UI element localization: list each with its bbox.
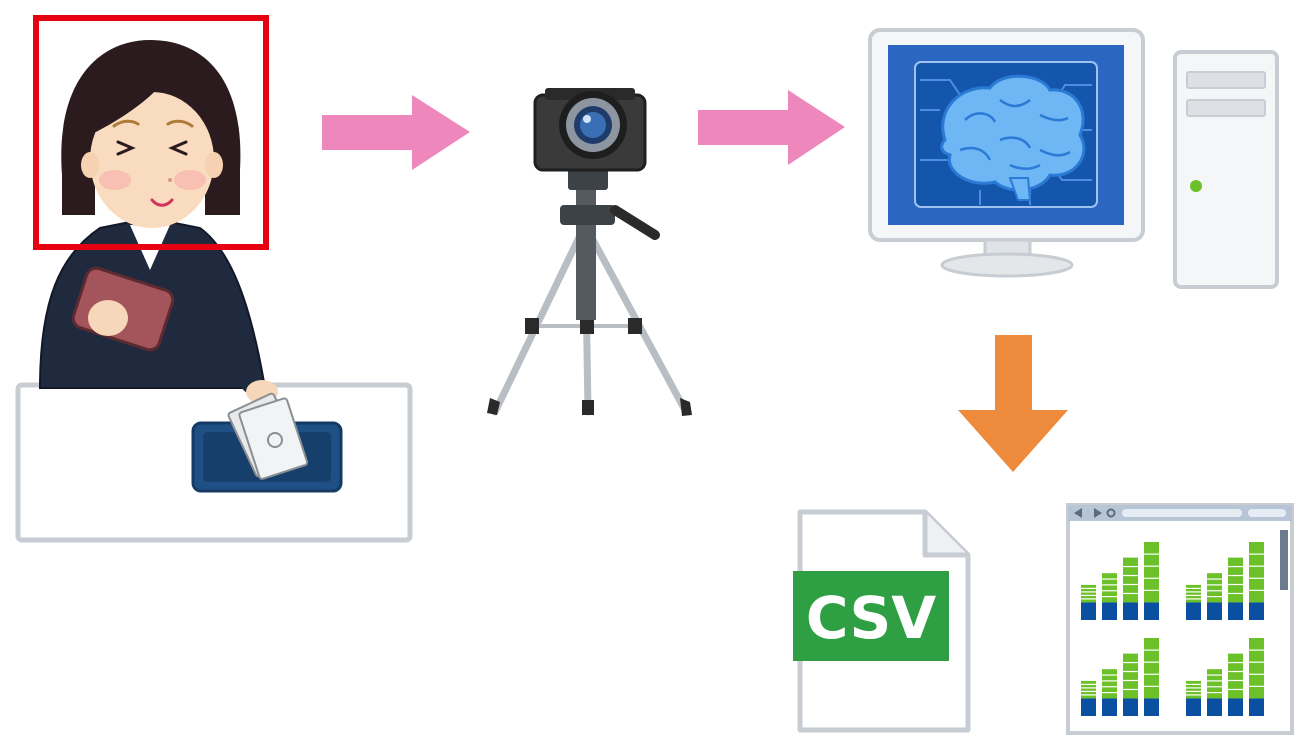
chart-bar-green <box>1228 557 1243 603</box>
camera-tripod-icon <box>487 88 692 416</box>
arrow-right-icon <box>322 95 470 170</box>
csv-label: CSV <box>806 584 936 652</box>
banknotes-icon <box>227 392 309 480</box>
chart-bar-blue <box>1207 698 1222 716</box>
chart-bar-blue <box>1123 698 1138 716</box>
chart-bar-blue <box>1186 698 1201 716</box>
face <box>90 92 214 228</box>
cashier-woman-icon <box>15 40 413 543</box>
chart-bar-green <box>1102 573 1117 603</box>
arrow-right-icon <box>698 90 845 165</box>
chart-bar-green <box>1081 680 1096 699</box>
chart-bar-blue <box>1081 602 1096 620</box>
chart-bar-green <box>1207 669 1222 699</box>
chart-bar-blue <box>1249 698 1264 716</box>
chart-bar-blue <box>1228 602 1243 620</box>
chart-bar-blue <box>1144 602 1159 620</box>
chart-bar-green <box>1186 680 1201 699</box>
pc-tower-icon <box>1173 50 1279 289</box>
chart-bar-green <box>1144 638 1159 699</box>
chart-bar-green <box>1249 638 1264 699</box>
chart-bar-green <box>1123 557 1138 603</box>
chart-bar-green <box>1228 653 1243 699</box>
chart-bar-green <box>1081 584 1096 603</box>
chart-bar-green <box>1207 573 1222 603</box>
chart-bar-blue <box>1102 602 1117 620</box>
chart-bar-blue <box>1249 602 1264 620</box>
chart-bar-green <box>1102 669 1117 699</box>
chart-bar-green <box>1123 653 1138 699</box>
face-highlight-box <box>33 15 269 250</box>
chart-bar-green <box>1249 542 1264 603</box>
ai-monitor-icon <box>868 28 1145 278</box>
reaching-arm <box>190 300 268 400</box>
wallet-icon <box>71 266 175 352</box>
dashboard-window-icon <box>1066 503 1294 735</box>
arrow-down-icon <box>958 335 1068 472</box>
chart-bar-blue <box>1144 698 1159 716</box>
chart-bar-blue <box>1102 698 1117 716</box>
chart-bar-green <box>1144 542 1159 603</box>
chart-bar-blue <box>1228 698 1243 716</box>
csv-file-icon: CSV <box>793 509 971 733</box>
chart-bar-blue <box>1186 602 1201 620</box>
dashboard-charts <box>1081 542 1264 716</box>
chart-bar-green <box>1186 584 1201 603</box>
brain-icon <box>940 74 1086 201</box>
chart-bar-blue <box>1207 602 1222 620</box>
chart-bar-blue <box>1081 698 1096 716</box>
chart-bar-blue <box>1123 602 1138 620</box>
